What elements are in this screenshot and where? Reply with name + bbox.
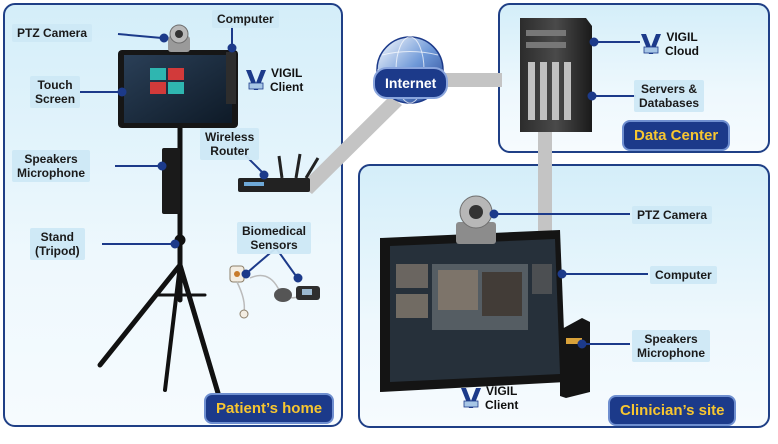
vigil-logo-icon xyxy=(246,70,266,90)
stand-label-line1: Stand xyxy=(40,230,74,244)
patient-ptz-camera-label: PTZ Camera xyxy=(12,24,93,42)
patient-speakers-label: Speakers Microphone xyxy=(12,150,90,182)
clinician-vigil-label-line1: VIGIL xyxy=(486,384,518,398)
patients-home-title: Patient’s home xyxy=(204,393,335,424)
clinician-ptz-camera-icon xyxy=(456,195,496,244)
servers-databases-label: Servers & Databases xyxy=(634,80,705,112)
clinician-speakers-label-line1: Speakers xyxy=(644,332,698,346)
servers-databases-label-line2: Databases xyxy=(639,96,700,110)
touch-screen-label-line2: Screen xyxy=(35,92,76,106)
data-center-title: Data Center xyxy=(622,120,731,151)
patient-speakers-label-line1: Speakers xyxy=(24,152,78,166)
patient-vigil-client: VIGIL Client xyxy=(245,66,303,94)
biomedical-sensors-label-line1: Biomedical xyxy=(242,224,307,238)
clinician-speakers-icon xyxy=(560,318,590,398)
patient-computer-icon xyxy=(226,52,236,104)
link-router-internet xyxy=(300,96,402,194)
clinician-vigil-label-line2: Client xyxy=(485,398,519,412)
link-internet-datacenter xyxy=(440,73,502,87)
clinician-speakers-label-line2: Microphone xyxy=(637,346,705,360)
patient-vigil-label-line2: Client xyxy=(270,80,304,94)
clinician-monitor-icon xyxy=(380,230,566,392)
vigil-logo-icon xyxy=(641,34,661,54)
patient-ptz-camera-icon xyxy=(168,24,190,52)
patient-speakers-label-line2: Microphone xyxy=(17,166,85,180)
wireless-router-icon xyxy=(238,153,320,192)
patient-vigil-label-line1: VIGIL xyxy=(271,66,303,80)
wireless-router-label: Wireless Router xyxy=(200,128,260,160)
clinician-speakers-label: Speakers Microphone xyxy=(632,330,710,362)
datacenter-vigil-label-line1: VIGIL xyxy=(666,30,698,44)
wireless-router-label-line1: Wireless xyxy=(205,130,255,144)
internet-label: Internet xyxy=(373,67,449,99)
clinician-computer-label: Computer xyxy=(650,266,717,284)
servers-databases-label-line1: Servers & xyxy=(641,82,698,96)
callout-pointers xyxy=(80,26,648,349)
server-tower-icon xyxy=(520,18,592,132)
clinicians-site-title: Clinician’s site xyxy=(608,395,737,426)
biomedical-sensors-icon xyxy=(229,265,320,319)
biomedical-sensors-label: Biomedical Sensors xyxy=(237,222,312,254)
clinician-ptz-camera-label: PTZ Camera xyxy=(632,206,713,224)
clinician-vigil-client: VIGIL Client xyxy=(460,384,518,412)
datacenter-vigil-cloud: VIGIL Cloud xyxy=(640,30,699,58)
biomedical-sensors-label-line2: Sensors xyxy=(250,238,298,252)
patient-touch-screen-icon xyxy=(118,50,238,128)
datacenter-vigil-label-line2: Cloud xyxy=(665,44,699,58)
patient-speakers-icon xyxy=(162,148,180,214)
stand-label-line2: (Tripod) xyxy=(35,244,80,258)
vigil-logo-icon xyxy=(461,388,481,408)
touch-screen-label: Touch Screen xyxy=(30,76,81,108)
touch-screen-label-line1: Touch xyxy=(37,78,73,92)
wireless-router-label-line2: Router xyxy=(210,144,249,158)
patient-computer-label: Computer xyxy=(212,10,279,28)
stand-label: Stand (Tripod) xyxy=(30,228,85,260)
